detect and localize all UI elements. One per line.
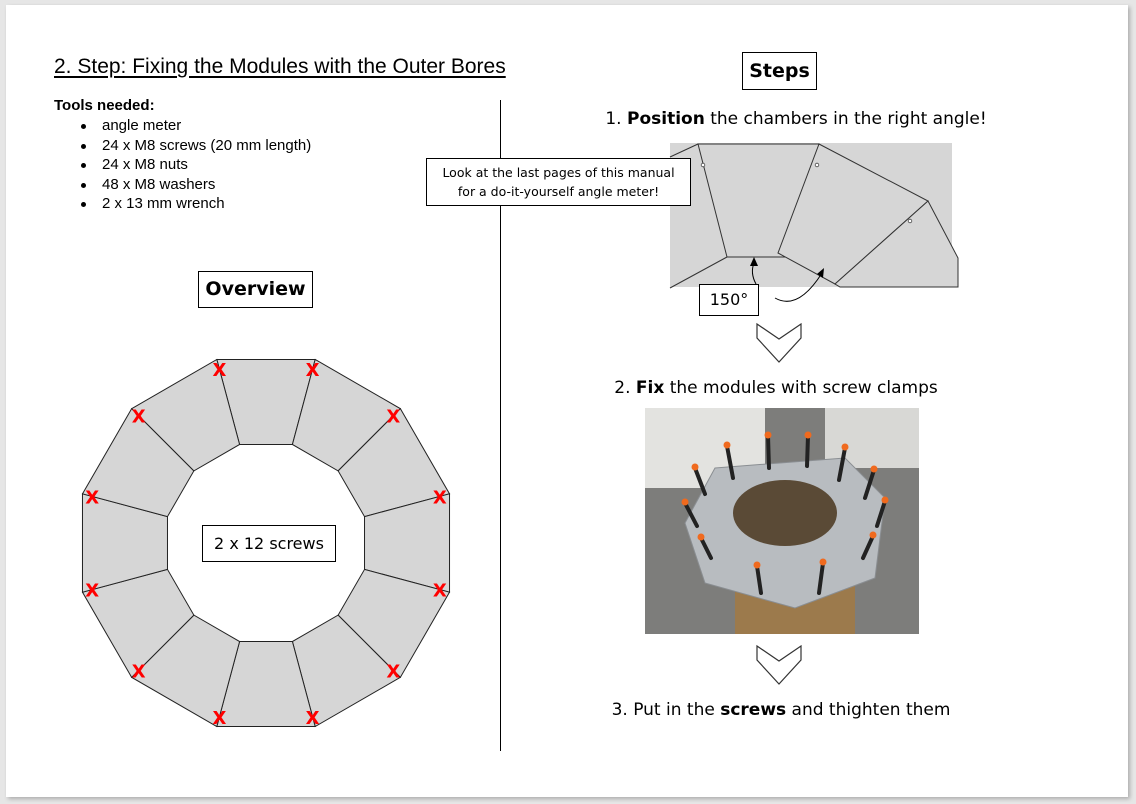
- column-divider: [500, 100, 502, 751]
- step-1-text: 1. Position the chambers in the right an…: [605, 109, 987, 129]
- tool-item: angle meter: [54, 116, 311, 136]
- screw-count-label: 2 x 12 screws: [202, 525, 336, 562]
- step-3-text: 3. Put in the screws and thighten them: [611, 700, 951, 720]
- screw-marker: X: [433, 487, 447, 508]
- chevron-down-icon: [756, 644, 802, 685]
- tool-item: 2 x 13 mm wrench: [54, 194, 311, 214]
- tool-item: 48 x M8 washers: [54, 175, 311, 195]
- screw-marker: X: [212, 360, 226, 381]
- angle-value-label: 150°: [699, 284, 759, 316]
- page-title: 2. Step: Fixing the Modules with the Out…: [54, 55, 506, 78]
- screw-marker: X: [132, 407, 146, 428]
- angle-meter-note: Look at the last pages of this manual fo…: [426, 158, 691, 206]
- screw-marker: X: [85, 581, 99, 602]
- module-ring-diagram: X X X X X X X X X X X X: [81, 358, 451, 729]
- chevron-down-icon: [756, 322, 802, 363]
- screw-marker: X: [306, 708, 320, 729]
- screw-marker: X: [306, 360, 320, 381]
- screw-clamps-photo: [645, 408, 919, 634]
- screw-marker: X: [386, 661, 400, 682]
- screw-marker: X: [132, 661, 146, 682]
- module-segment: [130, 358, 241, 472]
- angle-diagram: [669, 143, 959, 302]
- screw-marker: X: [433, 581, 447, 602]
- tools-list: angle meter 24 x M8 screws (20 mm length…: [54, 116, 311, 214]
- screw-marker: X: [212, 708, 226, 729]
- step-2-text: 2. Fix the modules with screw clamps: [614, 378, 938, 398]
- tools-heading: Tools needed:: [54, 97, 155, 114]
- document-page: 2. Step: Fixing the Modules with the Out…: [6, 5, 1128, 797]
- overview-label: Overview: [198, 271, 313, 308]
- screw-marker: X: [85, 487, 99, 508]
- tool-item: 24 x M8 nuts: [54, 155, 311, 175]
- tool-item: 24 x M8 screws (20 mm length): [54, 136, 311, 156]
- steps-label: Steps: [742, 52, 817, 90]
- screw-marker: X: [386, 407, 400, 428]
